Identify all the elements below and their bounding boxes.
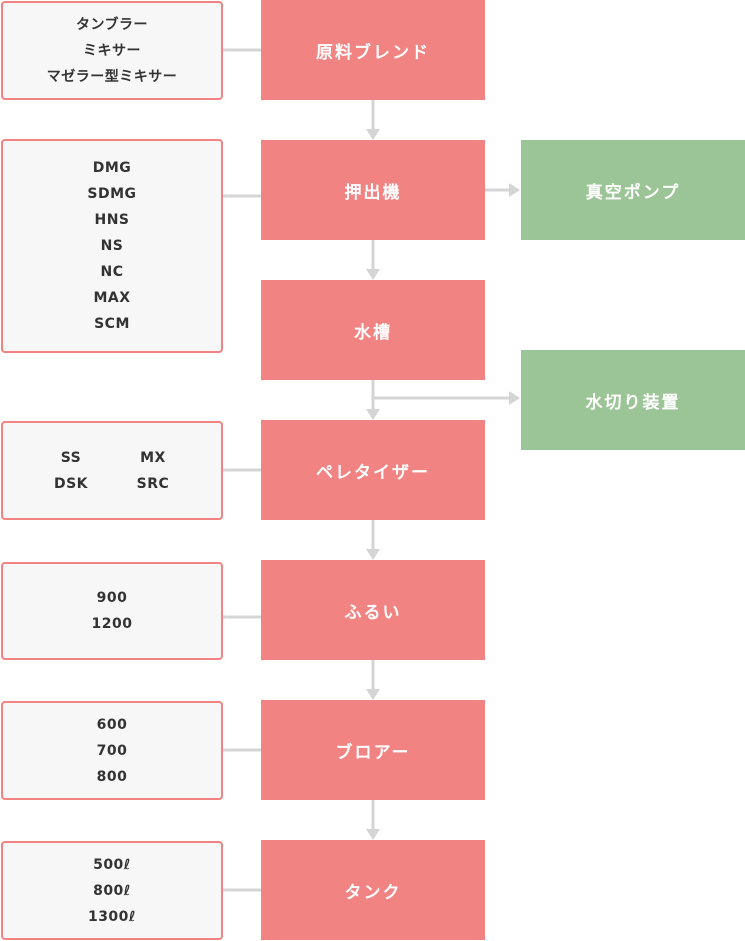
equipment-item: SDMG [87, 186, 137, 202]
arrowhead-dewater [509, 391, 520, 405]
arrowhead-1-2 [366, 129, 380, 140]
equipment-note-sieve: 900 1200 [1, 562, 223, 660]
equipment-item: DMG [92, 160, 132, 176]
step-extruder: 押出機 [261, 140, 485, 240]
equipment-item: 700 [96, 742, 128, 759]
equipment-item: NC [100, 264, 124, 280]
equipment-note-tank: 500ℓ 800ℓ 1300ℓ [1, 841, 223, 940]
step-blower: ブロアー [261, 700, 485, 800]
arrowhead-vacuum [509, 183, 520, 197]
equipment-item: マゼラー型ミキサー [46, 68, 178, 85]
step-raw-material-blend: 原料ブレンド [261, 0, 485, 100]
step-water-tank: 水槽 [261, 280, 485, 380]
arrowhead-3-4 [366, 409, 380, 420]
step-sieve: ふるい [261, 560, 485, 660]
equipment-item: MAX [93, 290, 131, 306]
equipment-note-blower: 600 700 800 [1, 701, 223, 800]
arrowhead-4-5 [366, 549, 380, 560]
step-tank: タンク [261, 840, 485, 940]
equipment-item: NS [100, 238, 124, 254]
equipment-item: 800ℓ [93, 882, 131, 899]
equipment-note-pelletizer: SS MX DSK SRC [1, 421, 223, 520]
equipment-note-extruder: DMG SDMG HNS NS NC MAX SCM [1, 139, 223, 353]
equipment-item: SRC [136, 475, 170, 492]
equipment-item: SCM [94, 316, 130, 332]
equipment-note-blend: タンブラー ミキサー マゼラー型ミキサー [1, 1, 223, 100]
equipment-item: 800 [96, 768, 128, 785]
equipment-item: HNS [94, 212, 130, 228]
arrowhead-5-6 [366, 689, 380, 700]
equipment-item: 1200 [91, 616, 133, 632]
equipment-item: DSK [53, 475, 89, 492]
equipment-item: 600 [96, 716, 128, 733]
arrowhead-6-7 [366, 829, 380, 840]
equipment-item: 900 [96, 590, 128, 606]
equipment-item: タンブラー [75, 16, 149, 33]
equipment-item: MX [140, 449, 166, 466]
side-dewatering-device: 水切り装置 [521, 350, 745, 450]
arrowhead-2-3 [366, 269, 380, 280]
step-pelletizer: ペレタイザー [261, 420, 485, 520]
equipment-item: SS [60, 449, 82, 466]
equipment-item: ミキサー [83, 42, 141, 59]
equipment-item: 1300ℓ [87, 908, 137, 925]
equipment-item: 500ℓ [93, 856, 131, 873]
side-vacuum-pump: 真空ポンプ [521, 140, 745, 240]
